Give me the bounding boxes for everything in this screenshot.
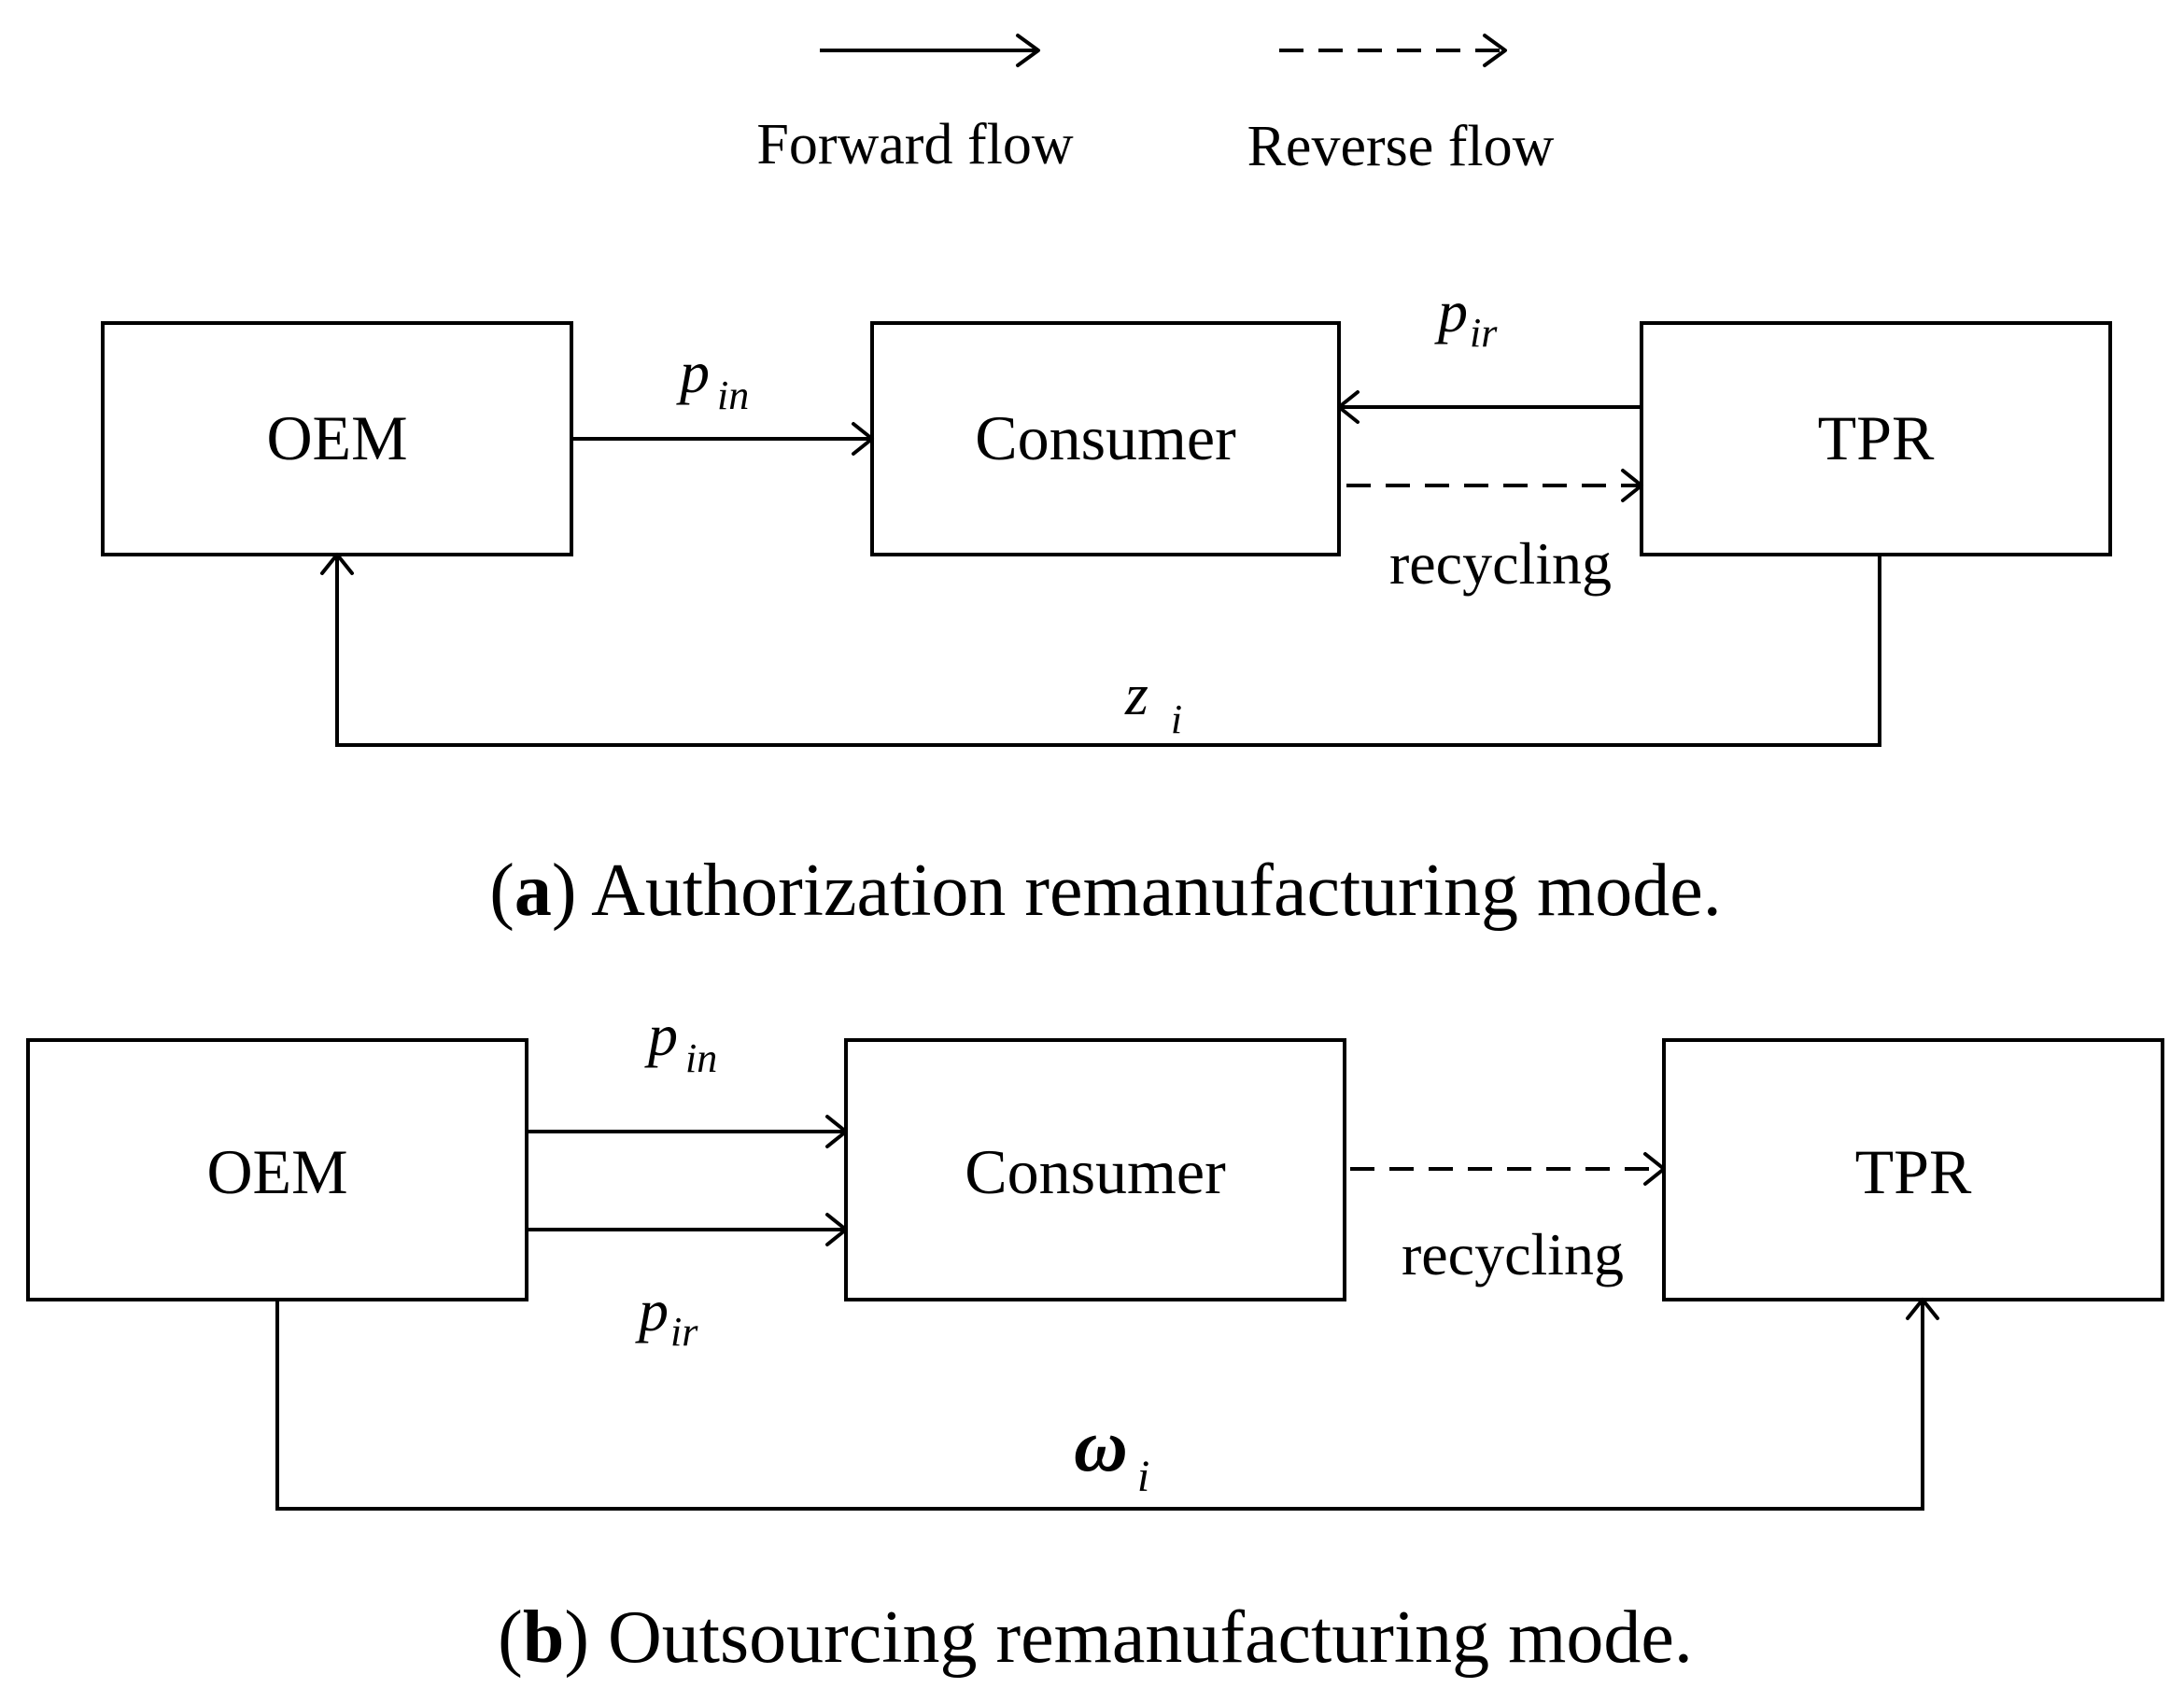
arrowhead-recycling-a (1621, 469, 1643, 502)
oem-box-b (26, 1038, 528, 1301)
tpr-box-b (1662, 1038, 2164, 1301)
legend-reverse-label: Reverse flow (1247, 115, 1555, 178)
arrowhead-recycling-b (1643, 1152, 1666, 1186)
tpr-label-a: TPR (1818, 402, 1935, 473)
arrowhead-oem-tpr-b (1906, 1298, 1939, 1320)
arrowhead-oem-consumer-pin-b (825, 1115, 848, 1148)
consumer-box-b (844, 1038, 1346, 1301)
legend-forward-label: Forward flow (756, 113, 1073, 176)
label-recycling-b: recycling (1402, 1221, 1624, 1287)
arrowhead-tpr-consumer-a (1337, 390, 1360, 424)
caption-a: (a) Authorization remanufacturing mode. (489, 850, 1722, 932)
oem-label-a: OEM (266, 402, 407, 473)
oem-label-b: OEM (206, 1136, 347, 1207)
label-p-ir-a: pir (1434, 278, 1498, 356)
consumer-label-a: Consumer (975, 402, 1236, 473)
tpr-label-b: TPR (1855, 1136, 1972, 1207)
legend-reverse-arrowhead (1483, 34, 1507, 67)
legend-forward-arrowhead (1016, 34, 1040, 67)
legend: Forward flow Reverse flow (756, 34, 1555, 178)
consumer-box-a (870, 321, 1341, 556)
arrowhead-oem-consumer-a (852, 422, 874, 456)
tpr-box-a (1640, 321, 2112, 556)
arrow-tpr-oem-a (335, 555, 1881, 747)
arrow-oem-tpr-b (275, 1300, 1924, 1511)
consumer-label-b: Consumer (965, 1136, 1226, 1207)
label-recycling-a: recycling (1389, 530, 1612, 597)
oem-box-a (101, 321, 573, 556)
label-p-ir-b: pir (635, 1277, 698, 1355)
caption-b: (b) Outsourcing remanufacturing mode. (498, 1597, 1693, 1679)
arrowhead-oem-consumer-pir-b (825, 1213, 848, 1246)
arrowhead-tpr-oem-a (320, 553, 354, 575)
